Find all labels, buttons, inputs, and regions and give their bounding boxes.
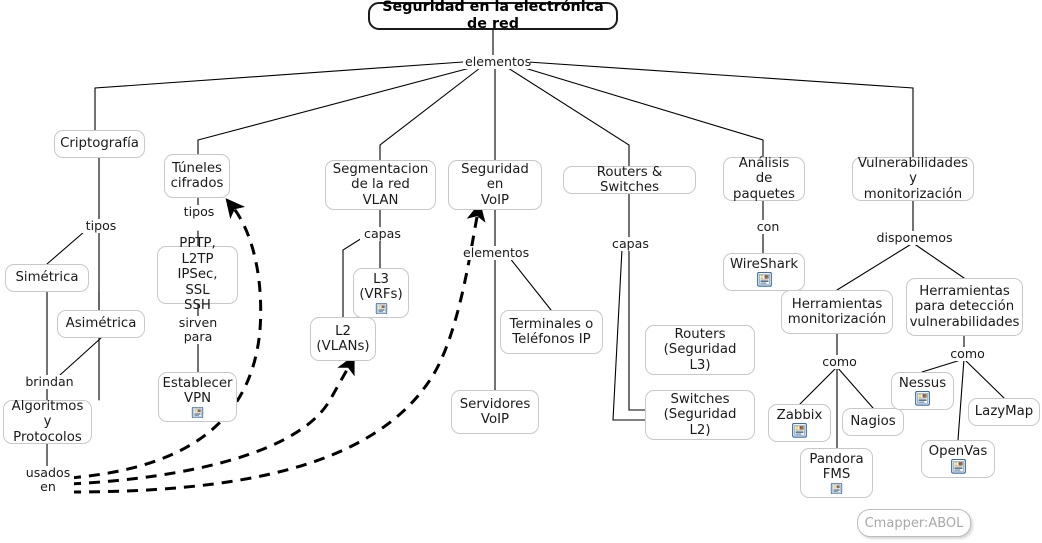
edge-line (836, 366, 874, 409)
concept-node-label: Asimétrica (65, 316, 137, 332)
edge-line (379, 67, 481, 161)
document-resource-icon[interactable] (829, 482, 844, 494)
document-resource-icon[interactable] (190, 406, 205, 418)
document-resource-icon[interactable] (915, 391, 930, 406)
concept-node-label: WireShark (729, 257, 799, 272)
concept-node-voip[interactable]: Seguridad en VoIP (448, 160, 542, 210)
document-resource-icon[interactable] (950, 459, 966, 474)
concept-node-zabbix[interactable]: Zabbix (768, 404, 831, 442)
concept-node-nagios[interactable]: Nagios (842, 408, 904, 436)
concept-node-label: Routers (Seguridad L3) (663, 326, 737, 373)
concept-node-label: Servidores VoIP (459, 396, 531, 427)
link-label-sirven-para: sirven para (174, 315, 222, 345)
link-label-como-vuln: como (946, 346, 989, 362)
watermark-label: Cmapper:ABOL (864, 515, 964, 531)
concept-node-switchesl2[interactable]: Switches (Seguridad L2) (645, 390, 755, 440)
watermark-badge: Cmapper:ABOL (857, 509, 971, 537)
link-label-usados-en: usados en (22, 465, 74, 495)
concept-node-herrmon[interactable]: Herramientas monitorización (781, 290, 893, 334)
concept-node-label: Zabbix (776, 408, 823, 423)
concept-node-label: Seguridad en VoIP (461, 161, 529, 208)
concept-node-vulner[interactable]: Vulnerabilidades y monitorización (852, 155, 974, 202)
edge-line (94, 61, 464, 131)
link-label-con-analisis: con (752, 219, 784, 235)
edge-line (912, 242, 965, 279)
concept-node-label: L3 (VRFs) (359, 272, 403, 303)
concept-node-label: PPTP, L2TP IPSec, SSL SSH (177, 236, 218, 314)
concept-node-servidores[interactable]: Servidores VoIP (451, 390, 539, 434)
concept-node-l3[interactable]: L3 (VRFs) (353, 268, 409, 318)
edge-line (504, 251, 552, 311)
document-resource-icon[interactable] (756, 272, 772, 287)
concept-node-routsw[interactable]: Routers & Switches (563, 164, 696, 195)
link-label-capas-routsw: capas (608, 236, 653, 252)
edge-line (957, 358, 965, 441)
concept-node-label: Pandora FMS (809, 452, 864, 483)
concept-node-label: Algoritmos y Protocolos (11, 398, 84, 445)
concept-node-label: L2 (VLANs) (316, 323, 370, 354)
edge-line (628, 248, 646, 411)
link-label-elementos-root: elementos (463, 54, 532, 70)
link-label-tipos-tuneles: tipos (179, 204, 219, 220)
link-label-disponemos: disponemos (874, 230, 955, 246)
edge-line (799, 366, 838, 405)
concept-node-label: Establecer VPN (162, 376, 233, 407)
link-label-elementos-voip: elementos (461, 245, 531, 261)
link-label-como-mon: como (818, 354, 861, 370)
concept-node-label: Simétrica (15, 270, 79, 286)
link-label-tipos-cripto: tipos (81, 218, 121, 234)
concept-node-label: Vulnerabilidades y monitorización (857, 155, 969, 202)
concept-node-label: LazyMap (974, 404, 1034, 420)
link-label-capas-vlan: capas (360, 226, 405, 242)
concept-node-algoritmos[interactable]: Algoritmos y Protocolos (3, 398, 92, 445)
concept-node-routersl3[interactable]: Routers (Seguridad L3) (645, 325, 755, 375)
edge-line (836, 242, 914, 291)
concept-node-label: Análisis de paquetes (733, 155, 795, 202)
concept-node-label: OpenVas (928, 444, 988, 459)
concept-node-pptp[interactable]: PPTP, L2TP IPSec, SSL SSH (157, 236, 238, 313)
concept-node-lazymap[interactable]: LazyMap (968, 398, 1040, 426)
concept-node-label: Túneles cifrados (170, 160, 224, 191)
concept-node-openvas[interactable]: OpenVas (921, 440, 995, 478)
concept-node-label: Nagios (850, 414, 896, 430)
concept-node-asimetrica[interactable]: Asimétrica (57, 310, 145, 338)
concept-node-terminales[interactable]: Terminales o Teléfonos IP (500, 310, 603, 354)
concept-node-nessus[interactable]: Nessus (891, 372, 954, 410)
concept-node-simetrica[interactable]: Simétrica (5, 264, 89, 292)
concept-node-label: Criptografía (60, 136, 139, 152)
dashed-to-voip (69, 202, 486, 494)
concept-node-label: Herramientas monitorización (787, 296, 887, 327)
document-resource-icon[interactable] (374, 302, 389, 314)
edge-line (507, 67, 630, 167)
concept-node-label: Seguridad en la electrónica de red (382, 0, 604, 32)
concept-node-tuneles[interactable]: Túneles cifrados (164, 154, 230, 198)
edge-line (963, 358, 1005, 399)
concept-node-herrvuln[interactable]: Herramientas para detección vulnerabilid… (906, 278, 1023, 336)
dashed-edges (69, 198, 486, 494)
concept-node-l2[interactable]: L2 (VLANs) (310, 317, 376, 361)
concept-node-label: Nessus (898, 376, 947, 391)
edge-line (612, 248, 646, 421)
concept-node-cripto[interactable]: Criptografía (54, 130, 145, 158)
concept-node-pandora[interactable]: Pandora FMS (800, 448, 873, 498)
edge-line (517, 65, 764, 158)
edge-line (527, 61, 914, 158)
concept-node-label: Segmentacion de la red VLAN (332, 161, 429, 208)
concept-node-wireshark[interactable]: WireShark (723, 253, 805, 291)
link-label-brindan: brindan (21, 374, 78, 390)
concept-node-label: Routers & Switches (596, 164, 663, 195)
edge-line (197, 67, 471, 155)
concept-node-label: Switches (Seguridad L2) (663, 391, 737, 438)
concept-node-analisis[interactable]: Análisis de paquetes (723, 155, 805, 202)
concept-node-label: Terminales o Teléfonos IP (509, 316, 594, 347)
document-resource-icon[interactable] (792, 423, 807, 438)
concept-node-segmenta[interactable]: Segmentacion de la red VLAN (325, 160, 436, 210)
concept-node-root[interactable]: Seguridad en la electrónica de red (368, 0, 618, 32)
edge-line (59, 337, 102, 376)
concept-node-label: Herramientas para detección vulnerabilid… (909, 283, 1020, 330)
concept-node-vpn[interactable]: Establecer VPN (158, 372, 237, 422)
